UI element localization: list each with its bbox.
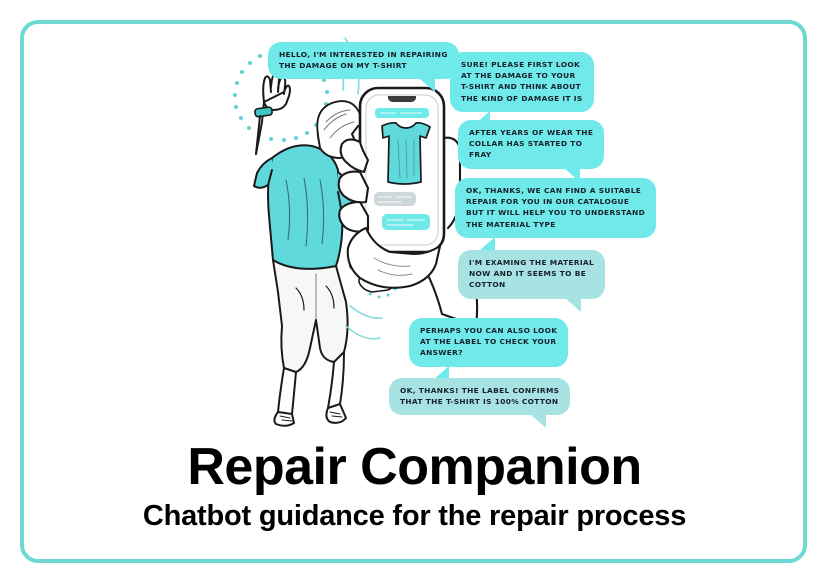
screen-bubble-mid-text [378, 196, 412, 203]
screen-bubble-bottom-text [387, 219, 425, 226]
bubble-line: the material type [466, 219, 556, 229]
thumb [339, 138, 370, 174]
page-subtitle: Chatbot guidance for the repair process [142, 500, 687, 532]
speech-bubble-1: Hello, I'm interested in repairing the d… [268, 42, 459, 93]
speech-bubble-3: After years of wear the collar has start… [458, 120, 605, 182]
palm [346, 226, 442, 289]
finger-2 [338, 200, 370, 233]
speech-bubble-4: Ok, thanks, we can find a suitable repai… [455, 178, 657, 251]
bubble-line: at the label to check your [420, 337, 557, 347]
shoe-laces [279, 411, 343, 422]
bubble-tail [565, 297, 582, 312]
leg-right [327, 361, 335, 409]
palm-lines [373, 257, 413, 276]
bubble-tail [433, 365, 449, 380]
bubble-line: Ok, thanks, we can find a suitable [466, 186, 642, 195]
bubble-line: After years of wear the [469, 128, 594, 137]
trousers [272, 259, 349, 373]
pocket-right [325, 285, 335, 309]
bubble-line: Perhaps you can also look [420, 326, 558, 335]
bubble-line: collar has started to [469, 139, 583, 149]
bubble-line: at the damage to your [461, 71, 576, 81]
bubble-line: that the T-shirt is 100% cotton [400, 397, 559, 407]
hair-strands [323, 109, 355, 139]
bubble-line: T-shirt and think about [461, 82, 582, 92]
bubble-tail [530, 414, 547, 429]
bubble-tail [418, 78, 435, 93]
motion-arcs-lower [345, 305, 383, 340]
bubble-line: fray [469, 150, 492, 160]
pocket-left [295, 287, 305, 311]
bubble-line: Hello, I'm interested in repairing [279, 50, 448, 59]
holding-hand [337, 136, 462, 289]
bubble-line: now and it seems to be [469, 269, 587, 279]
bubble-line: the damage on my T-shirt [279, 61, 407, 71]
leg-left-b [291, 371, 297, 415]
screen-bubble-bottom [382, 214, 430, 230]
title-block: Repair Companion Chatbot guidance for th… [0, 438, 829, 534]
bubble-line: Sure! Please first look [461, 60, 581, 69]
bubble-line: repair for you in our catalogue [466, 197, 630, 207]
bubble-line: Ok, thanks! The label confirms [400, 386, 560, 395]
sleeve-left [253, 157, 273, 189]
wrist-band [254, 106, 273, 118]
bubble-tail [479, 236, 495, 251]
index-finger-behind [442, 136, 462, 230]
screen-tshirt-photo [381, 121, 431, 185]
speech-bubble-5: I'm examing the material now and it seem… [458, 250, 606, 312]
speech-bubble-2: Sure! Please first look at the damage to… [450, 52, 594, 125]
leg-left [277, 367, 285, 413]
bubble-line: answer? [420, 348, 463, 358]
bubble-line: cotton [469, 280, 506, 290]
page-title: Repair Companion [187, 438, 642, 496]
shoe-left [273, 411, 295, 427]
phone-notch [387, 96, 417, 103]
speech-bubble-6: Perhaps you can also look at the label t… [409, 318, 569, 380]
leg-right-b [339, 351, 345, 405]
screen-bubble-mid [374, 192, 416, 206]
bubble-line: the kind of damage it is [461, 93, 583, 103]
bubble-line: I'm examing the material [469, 258, 595, 267]
bubble-line: but it will help you to understand [466, 208, 646, 218]
upper-arm [255, 115, 261, 155]
tshirt-folds [285, 177, 325, 247]
speech-bubble-7: Ok, thanks! The label confirms that the … [389, 378, 571, 429]
